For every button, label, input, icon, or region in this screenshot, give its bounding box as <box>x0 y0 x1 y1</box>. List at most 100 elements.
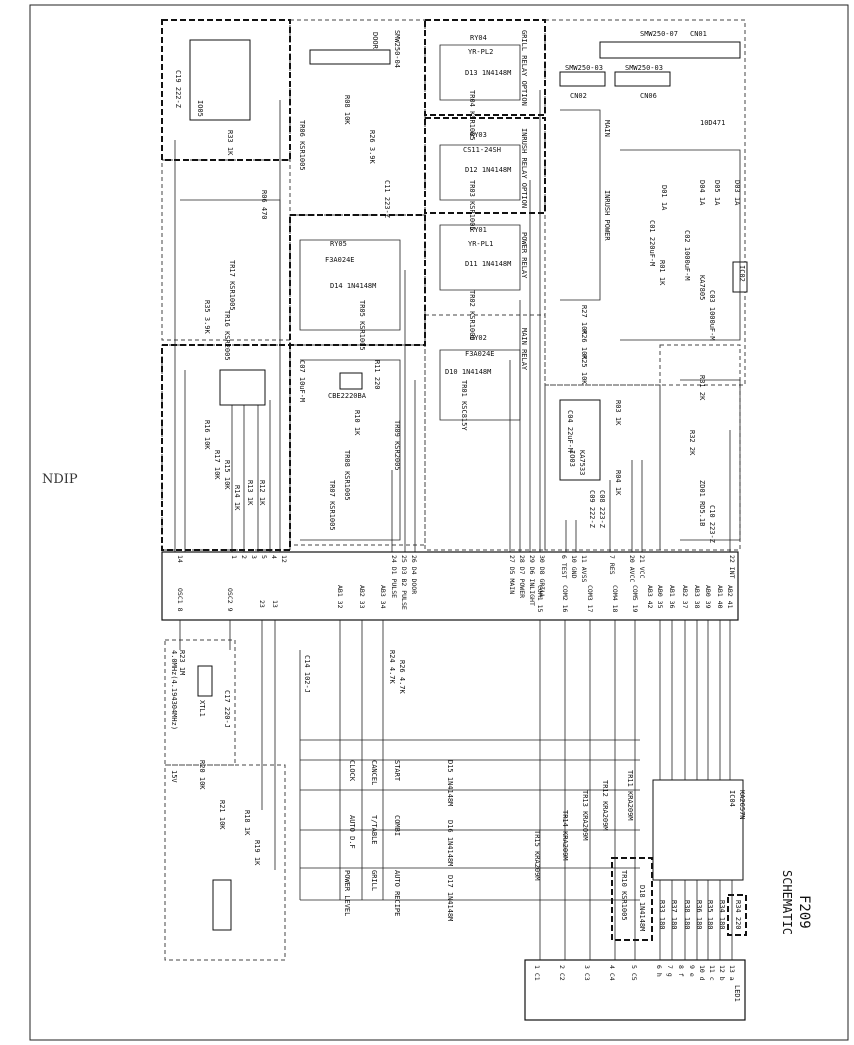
outer-border <box>29 4 849 1041</box>
label-r37: R37 180 <box>670 900 678 930</box>
label-r26: R26 3.9K <box>368 130 376 165</box>
mcu-pin-34: AB3 34 <box>379 585 387 609</box>
label-tr06: TR06 KSR1005 <box>298 120 306 171</box>
label-main-relay: MAIN RELAY <box>520 328 528 371</box>
mcu-pin-18: COM4 18 <box>611 585 619 612</box>
led-pin-9: 9 e <box>688 965 696 977</box>
label-r06: R06 470 <box>260 190 268 220</box>
label-tr10: TR10 KSR1005 <box>620 870 628 921</box>
mcu-pin-20: 20 AVCC <box>628 555 636 582</box>
label-c17: C17 220-J <box>223 690 231 728</box>
label-power-relay: POWER RELAY <box>520 232 528 279</box>
label-cn06: CN06 <box>640 92 657 100</box>
mcu-pin-37: AB2 37 <box>681 585 689 609</box>
title-schematic: SCHEMATIC <box>780 870 794 935</box>
label-tr03: TR03 KSR1005 <box>468 180 476 231</box>
mcu-pin-29: 29 D6 INLIGHT <box>528 555 536 606</box>
label-tr14: TR14 KRA209M <box>561 810 569 861</box>
mcu-top-bus <box>174 90 731 552</box>
label-r34b: R34 220 <box>734 900 742 930</box>
label-clock: CLOCK <box>348 760 356 782</box>
mcu-pin-1: 1 <box>230 555 238 559</box>
label-ic02: IC02 <box>738 265 746 282</box>
driver-to-led-lines <box>659 880 733 960</box>
label-c08: C08 223-Z <box>598 490 606 528</box>
label-ry05: RY05 <box>330 240 347 248</box>
label-r23: R23 1M <box>178 650 186 675</box>
ka7533-body <box>559 399 601 481</box>
led-pin-13: 13 a <box>728 965 736 981</box>
label-d14: D14 1N4148M <box>330 282 376 290</box>
label-tr01: TR01 KSC815Y <box>460 380 468 431</box>
label-d01: D01 1A <box>660 185 668 211</box>
ka2657-ic-body <box>652 779 744 881</box>
mcu-pin-13: 13 <box>271 600 279 608</box>
label-r27: R27 10K <box>580 305 588 335</box>
relay-wiring <box>180 44 741 541</box>
label-r17: R17 10K <box>213 450 221 480</box>
led-pin-10: 10 d <box>698 965 706 981</box>
label-d17: D17 1N4148M <box>446 875 454 921</box>
led-pin-3: 3 C3 <box>583 965 591 981</box>
label-main: MAIN <box>603 120 611 137</box>
label-r04: R04 1K <box>614 470 622 496</box>
door-connector <box>309 49 391 65</box>
label-15v: 15V <box>170 770 178 783</box>
mcu-ic-body <box>161 551 739 621</box>
label-r26b: R26 10K <box>580 330 588 360</box>
mcu-pin-4: 4 <box>270 555 278 559</box>
label-r11: R11 220 <box>373 360 381 390</box>
mcu-pin-36: AB1 36 <box>668 585 676 609</box>
mcu-pin-38: AB3 38 <box>693 585 701 609</box>
mcu-pin-6: 6 TEST <box>560 555 568 579</box>
mcu-pin-5: 5 <box>260 555 268 559</box>
label-xtal: XTL1 <box>198 700 206 717</box>
label-r33b: R33 180 <box>658 900 666 930</box>
mcu-pin-17: COM3 17 <box>586 585 594 612</box>
label-d18: D18 1N4148M <box>638 885 646 931</box>
label-d16: D16 1N4148M <box>446 820 454 866</box>
label-ka2657: KA2657N <box>738 790 746 820</box>
label-d04: D03 1A <box>733 180 741 206</box>
label-grill-relay-option: GRILL RELAY OPTION <box>520 30 528 106</box>
led-pin-12: 12 b <box>718 965 726 981</box>
label-d10: D10 1N4148M <box>445 368 491 376</box>
mcu-pin-7: 7 RES <box>608 555 616 575</box>
xtal-body <box>197 665 213 697</box>
component-bodies <box>189 39 748 931</box>
mcu-pin-14: 14 <box>176 555 184 563</box>
label-door: DOOR <box>371 32 379 50</box>
label-power-level: POWER LEVEL <box>343 870 351 916</box>
label-c10: C10 223-Z <box>708 505 716 543</box>
mcu-pin-40: AB1 40 <box>716 585 724 609</box>
led-pin-4: 4 C4 <box>608 965 616 981</box>
label-ry04: RY04 <box>470 34 487 42</box>
label-r19: R19 1K <box>253 840 261 866</box>
label-d15: D15 1N4148M <box>446 760 454 806</box>
label-r10: R10 1K <box>353 410 361 436</box>
label-tr16: TR16 KSR2005 <box>223 310 231 361</box>
mcu-pin-26: 26 D4 DOOR <box>410 555 418 594</box>
label-ic04: IC04 <box>728 790 736 807</box>
mcu-pin-11: 11 AVSS <box>580 555 588 582</box>
label-r31: R31 2K <box>698 375 706 401</box>
label-c19: C19 222-Z <box>174 70 182 108</box>
label-osc-value: 4.0MHz(4.194304MHz) <box>170 650 178 730</box>
label-d12: D12 1N4148M <box>465 166 511 174</box>
label-r1: R01 1K <box>658 260 666 286</box>
label-io5: IO05 <box>196 100 204 117</box>
label-inrush: INRUSH POWER <box>603 190 611 241</box>
label-d471: 10D471 <box>700 119 725 127</box>
label-r08: R08 10K <box>343 95 351 125</box>
label-ka7533: KA7533 <box>578 450 586 475</box>
led-pin-5: 5 C5 <box>630 965 638 981</box>
label-grill: GRILL <box>370 870 378 891</box>
label-ry03: RY03 <box>470 131 487 139</box>
label-r26c: R26 4.7K <box>398 660 406 695</box>
led-pin-labels: 1 C1 2 C2 3 C3 4 C4 5 C5 6 h 7 g 8 f 9 e… <box>533 965 736 981</box>
led-pin-7: 7 g <box>666 965 674 977</box>
label-r32: R32 2K <box>688 430 696 456</box>
io4-body <box>219 369 266 406</box>
label-r18: R18 1K <box>243 810 251 836</box>
label-c01: C01 220uF-M <box>648 220 656 266</box>
